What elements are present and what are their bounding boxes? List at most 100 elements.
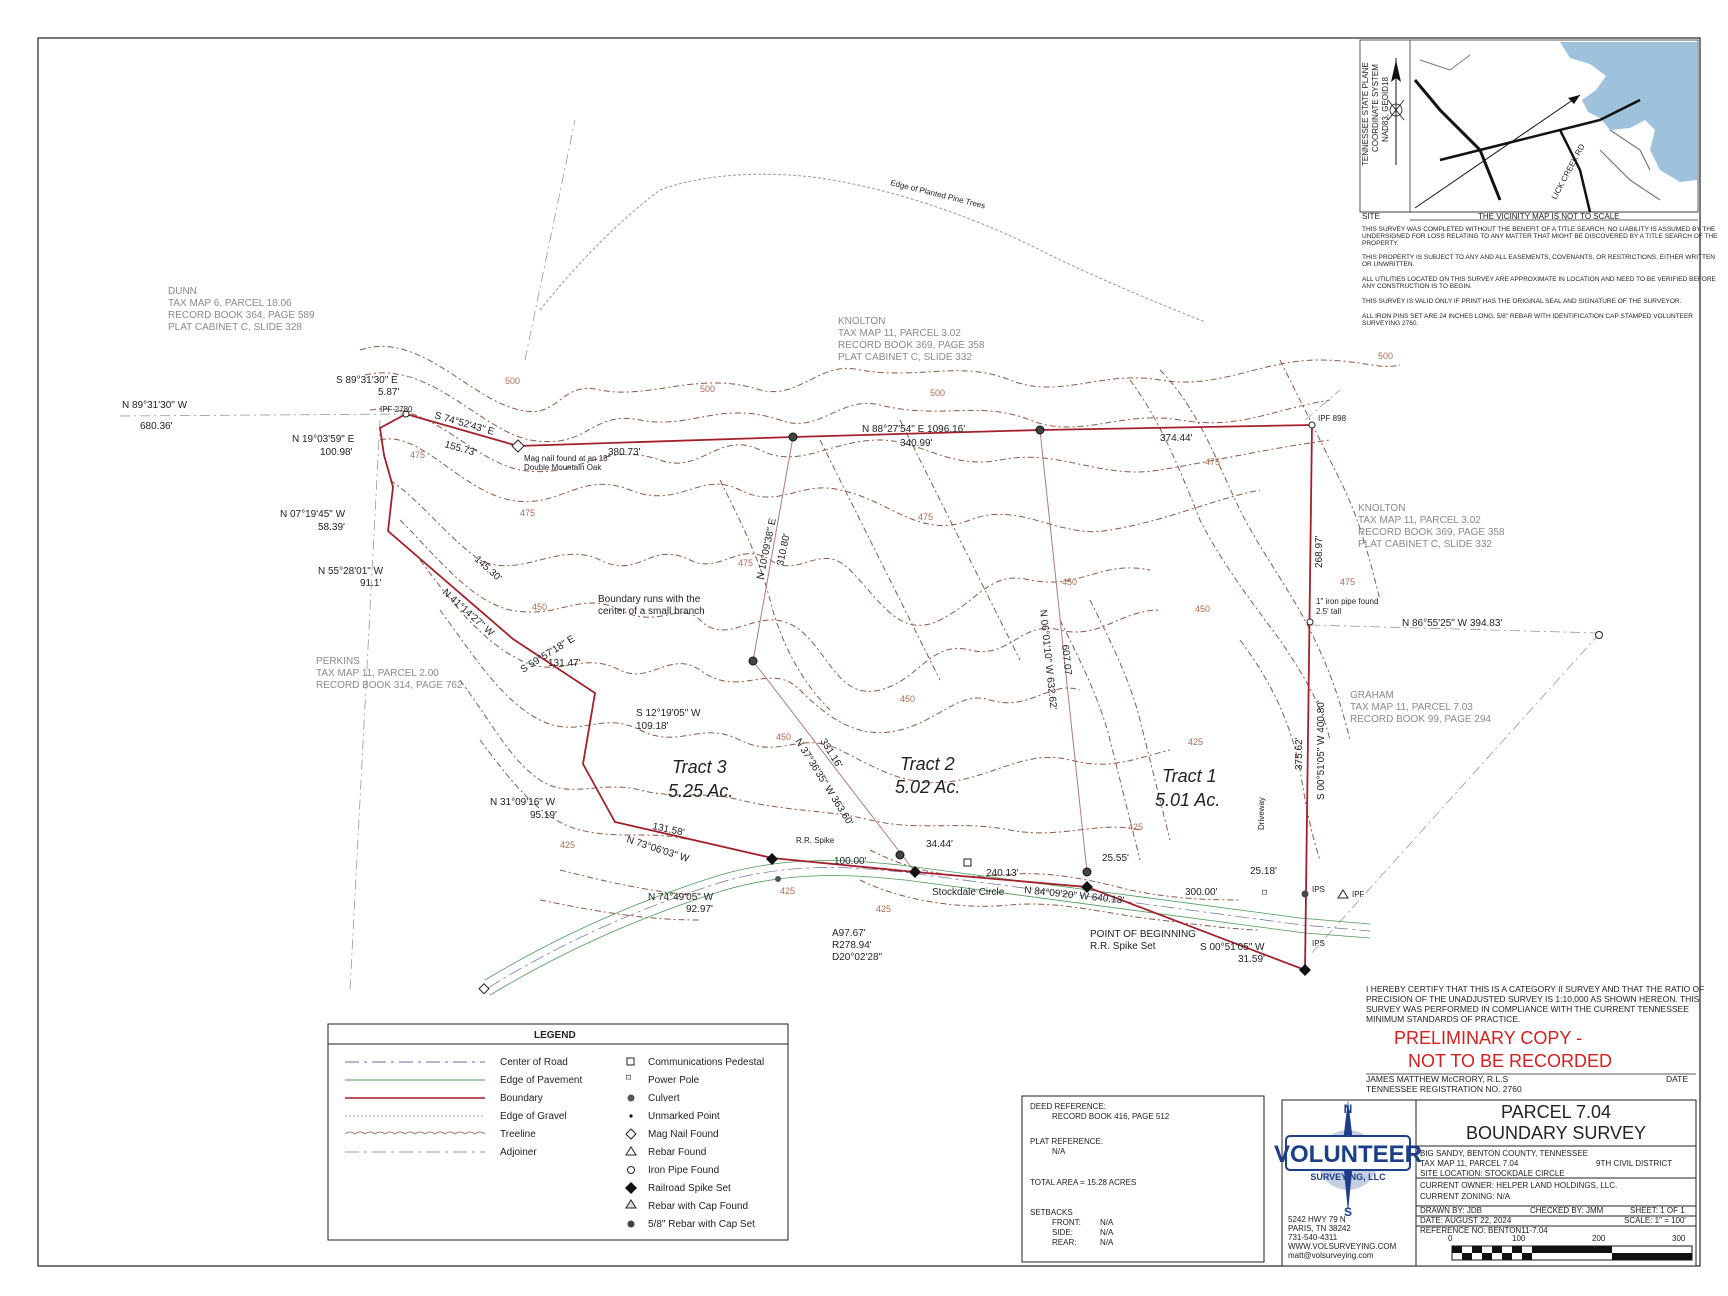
survey-notes: THIS SURVEY WAS COMPLETED WITHOUT THE BE… (1362, 226, 1718, 327)
logo-subtitle: SURVEYING, LLC (1310, 1172, 1386, 1182)
call-distance: 374.44' (1160, 433, 1193, 444)
legend: LEGEND Center of Road Edge of Pavement B… (327, 1023, 789, 1241)
rebar-cap-set-icon (788, 432, 798, 442)
contour-labels: 500 500 500 500 475 475 475 475 475 475 … (410, 351, 1393, 914)
sheet-border (37, 37, 1701, 1267)
adjoiner-line: PLAT CABINET C, SLIDE 332 (838, 352, 972, 363)
volunteer-logo: VOLUNTEER SURVEYING, LLC N S (1274, 1100, 1422, 1219)
deed-ref-value: RECORD BOOK 416, PAGE 512 (1052, 1112, 1170, 1121)
current-zoning: CURRENT ZONING: N/A (1420, 1192, 1511, 1201)
call-distance: 380.73' (608, 447, 641, 458)
call-bearing: S 00°51'05" W (1200, 942, 1265, 953)
note-line: THIS SURVEY WAS COMPLETED WITHOUT THE BE… (1362, 226, 1716, 233)
call-distance: 5.87' (378, 387, 399, 398)
setbacks-label: SETBACKS (1030, 1208, 1073, 1217)
district: 9TH CIVIL DISTRICT (1596, 1159, 1672, 1168)
deed-reference-box: DEED REFERENCE: RECORD BOOK 416, PAGE 51… (1021, 1095, 1265, 1263)
railroad-spike-icon (1081, 881, 1093, 893)
call-distance: 145.30' (472, 554, 504, 584)
site-location: SITE LOCATION: STOCKDALE CIRCLE (1420, 1169, 1565, 1178)
contour-label: 450 (776, 732, 791, 742)
call-distance: 109.18' (636, 721, 669, 732)
note-line: THIS PROPERTY IS SUBJECT TO ANY AND ALL … (1362, 254, 1715, 261)
power-pole-icon: ⌑ (626, 1073, 632, 1084)
legend-line-label: Edge of Pavement (500, 1075, 582, 1086)
tract-2-area: 5.02 Ac. (895, 777, 960, 797)
setback-front-value: N/A (1100, 1218, 1114, 1227)
contour-lines (359, 345, 1401, 931)
survey-date: DATE: AUGUST 22, 2024 (1420, 1216, 1512, 1225)
driveway-label: Driveway (1257, 797, 1266, 830)
preliminary-line1: PRELIMINARY COPY - (1394, 1028, 1582, 1048)
call-bearing: S 59°57'18" E (519, 633, 577, 675)
rebar-cap-set-icon (895, 850, 905, 860)
contour-label: 450 (1062, 577, 1077, 587)
scale-tick-label: 0 (1448, 1234, 1453, 1243)
contour-label: 475 (1340, 577, 1355, 587)
scale-tick-label: 200 (1592, 1234, 1606, 1243)
adjoiner-knolton-top: KNOLTON TAX MAP 11, PARCEL 3.02 RECORD B… (838, 316, 985, 363)
call-distance: 91.1' (360, 578, 381, 589)
adjoiner-line: RECORD BOOK 369, PAGE 358 (1358, 527, 1505, 538)
note-line: ALL IRON PINS SET ARE 24 INCHES LONG, 5/… (1362, 313, 1693, 320)
culvert-icon (627, 1094, 635, 1102)
railroad-spike-icon (766, 853, 778, 865)
call-distance: 131.47' (548, 658, 581, 669)
adjoiner-graham: GRAHAM TAX MAP 11, PARCEL 7.03 RECORD BO… (1350, 690, 1491, 725)
contour-label: 475 (520, 508, 535, 518)
title-parcel: PARCEL 7.04 (1501, 1102, 1611, 1122)
call-bearing: N 19°03'59" E (292, 434, 355, 445)
call-bearing: S 00°51'05" W 400.80' (1316, 700, 1327, 800)
rebar-cap-found-icon (1337, 889, 1349, 899)
adjoiner-line: PLAT CABINET C, SLIDE 332 (1358, 539, 1492, 550)
note-line: THIS SURVEY IS VALID ONLY IF PRINT HAS T… (1362, 298, 1682, 305)
scale-bar: 0 100 200 300 (1448, 1234, 1693, 1261)
legend-symbol-label: Rebar with Cap Found (648, 1201, 748, 1212)
railroad-spike-icon (1299, 964, 1311, 976)
legend-line-label: Edge of Gravel (500, 1111, 567, 1122)
call-bearing: N 41°14'27" W (440, 587, 496, 639)
rebar-cap-set-icon (627, 1220, 635, 1228)
drawing-scale: SCALE: 1" = 100' (1624, 1216, 1686, 1225)
call-distance: 300.00' (1185, 887, 1218, 898)
adjoiner-line: TAX MAP 11, PARCEL 3.02 (838, 328, 961, 339)
note-line: OR UNWRITTEN. (1362, 261, 1415, 268)
coord-system-line1: TENNESSEE STATE PLANE (1361, 62, 1370, 166)
contour-label: 450 (900, 694, 915, 704)
plat-ref-value: N/A (1052, 1147, 1066, 1156)
rebar-cap-found-icon (625, 1199, 637, 1209)
call-distance: 680.36' (140, 421, 173, 432)
curve-data: R278.94' (832, 940, 872, 951)
iron-pipe-icon (1595, 631, 1603, 639)
legend-symbol-label: Power Pole (648, 1075, 700, 1086)
total-area: TOTAL AREA = 15.28 ACRES (1030, 1178, 1136, 1187)
setback-side-label: SIDE: (1052, 1228, 1073, 1237)
call-distance: 331.16' (817, 737, 844, 770)
logo-north: N (1344, 1102, 1353, 1116)
branch-note: center of a small branch (598, 606, 705, 617)
legend-title: LEGEND (534, 1030, 576, 1041)
adjoiner-line: PLAT CABINET C, SLIDE 328 (168, 322, 302, 333)
iron-pipe-icon (1308, 421, 1316, 429)
tract-1-name: Tract 1 (1162, 766, 1217, 786)
cert-line: SURVEY WAS PERFORMED IN COMPLIANCE WITH … (1366, 1004, 1689, 1014)
deed-ref-label: DEED REFERENCE: (1030, 1102, 1106, 1111)
treeline-label: Edge of Planted Pine Trees (890, 178, 987, 210)
call-bearing: N 88°27'54" E 1096.16' (862, 424, 965, 435)
location-line: BIG SANDY, BENTON COUNTY, TENNESSEE (1420, 1149, 1588, 1158)
logo-wordmark: VOLUNTEER (1274, 1141, 1422, 1168)
scale-tick-label: 100 (1512, 1234, 1526, 1243)
adjoiner-dunn: DUNN TAX MAP 6, PARCEL 18.06 RECORD BOOK… (168, 286, 315, 333)
cert-line: I HEREBY CERTIFY THAT THIS IS A CATEGORY… (1366, 984, 1704, 994)
setback-side-value: N/A (1100, 1228, 1114, 1237)
iron-pipe-icon (627, 1166, 635, 1174)
legend-symbol-label: Railroad Spike Set (648, 1183, 731, 1194)
cert-line: PRECISION OF THE UNADJUSTED SURVEY IS 1:… (1366, 994, 1700, 1004)
magnail-note: Mag nail found at an 18" (524, 454, 611, 463)
sheet-number: SHEET: 1 OF 1 (1630, 1206, 1685, 1215)
curve-data: A97.67' (832, 928, 866, 939)
adjoiner-name: PERKINS (316, 656, 360, 667)
stockdale-circle-road (484, 860, 1371, 996)
ipf-label: IPF (1352, 890, 1365, 899)
